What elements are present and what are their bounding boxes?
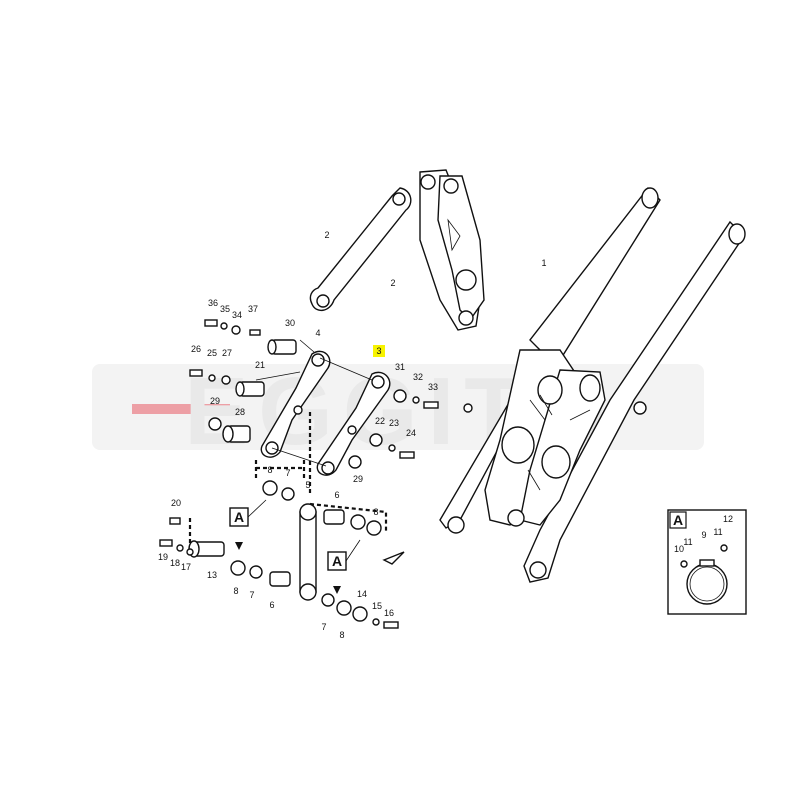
- callout-27: 27: [222, 348, 232, 358]
- callout-3: 3: [376, 346, 381, 356]
- callout-labels: 1 2 2 3 4 5 6 6 7 7 7 8 8 8 8 13 14 15 1…: [158, 230, 547, 640]
- part-4-link: [260, 350, 331, 458]
- part-5-link: [299, 503, 317, 601]
- detail-box-title: A: [673, 512, 683, 528]
- callout-6b: 6: [269, 600, 274, 610]
- callout-8b: 8: [373, 507, 378, 517]
- watermark-accent-bar: [132, 404, 230, 414]
- detail-label-9: 9: [701, 530, 706, 540]
- callout-20: 20: [171, 498, 181, 508]
- callout-6a: 6: [334, 490, 339, 500]
- callout-4: 4: [315, 328, 320, 338]
- callout-24: 24: [406, 428, 416, 438]
- part-2-upper-links: [309, 169, 485, 331]
- detail-label-11a: 11: [683, 537, 692, 547]
- callout-30: 30: [285, 318, 295, 328]
- section-marker-label: A: [332, 553, 342, 569]
- callout-21: 21: [255, 360, 265, 370]
- callout-34: 34: [232, 310, 242, 320]
- part-1-lift-arm-frame: [439, 186, 746, 583]
- detail-snap-ring: [686, 563, 728, 605]
- hardware-upper: [189, 319, 439, 469]
- callout-1: 1: [541, 258, 546, 268]
- detail-box-title-frame: [669, 511, 687, 529]
- section-marker-label: A: [234, 509, 244, 525]
- callout-7c: 7: [321, 622, 326, 632]
- detail-label-11b: 11: [713, 527, 722, 537]
- callout-7a: 7: [285, 468, 290, 478]
- callout-22: 22: [375, 416, 385, 426]
- callout-2b: 2: [390, 278, 395, 288]
- hardware-lower: [159, 480, 405, 629]
- callout-13: 13: [207, 570, 217, 580]
- callout-37: 37: [248, 304, 258, 314]
- callout-15: 15: [372, 601, 382, 611]
- callout-25: 25: [207, 348, 217, 358]
- callout-29b: 29: [353, 474, 363, 484]
- detail-label-10: 10: [674, 544, 684, 554]
- callout-2a: 2: [324, 230, 329, 240]
- callout-17: 17: [181, 562, 191, 572]
- section-marker-a-1[interactable]: A: [229, 499, 267, 550]
- callout-8a: 8: [267, 465, 272, 475]
- highlight-callout-3: [373, 345, 385, 357]
- callout-33: 33: [428, 382, 438, 392]
- callout-31: 31: [395, 362, 405, 372]
- part-3-link: [316, 371, 391, 476]
- callout-36: 36: [208, 298, 218, 308]
- leader-lines: [255, 339, 373, 467]
- section-marker-a-2[interactable]: A: [327, 539, 361, 594]
- callout-16: 16: [384, 608, 394, 618]
- detail-label-12: 12: [723, 514, 733, 524]
- callout-29a: 29: [210, 396, 220, 406]
- callout-35: 35: [220, 304, 230, 314]
- callout-19: 19: [158, 552, 168, 562]
- callout-23: 23: [389, 418, 399, 428]
- callout-28: 28: [235, 407, 245, 417]
- callout-26: 26: [191, 344, 201, 354]
- callout-14: 14: [357, 589, 367, 599]
- callout-8d: 8: [339, 630, 344, 640]
- callout-7b: 7: [249, 590, 254, 600]
- detail-box-a: A 10 11 9 11 12: [667, 509, 747, 615]
- callout-5: 5: [305, 480, 310, 490]
- callout-32: 32: [413, 372, 423, 382]
- callout-18: 18: [170, 558, 180, 568]
- callout-8c: 8: [233, 586, 238, 596]
